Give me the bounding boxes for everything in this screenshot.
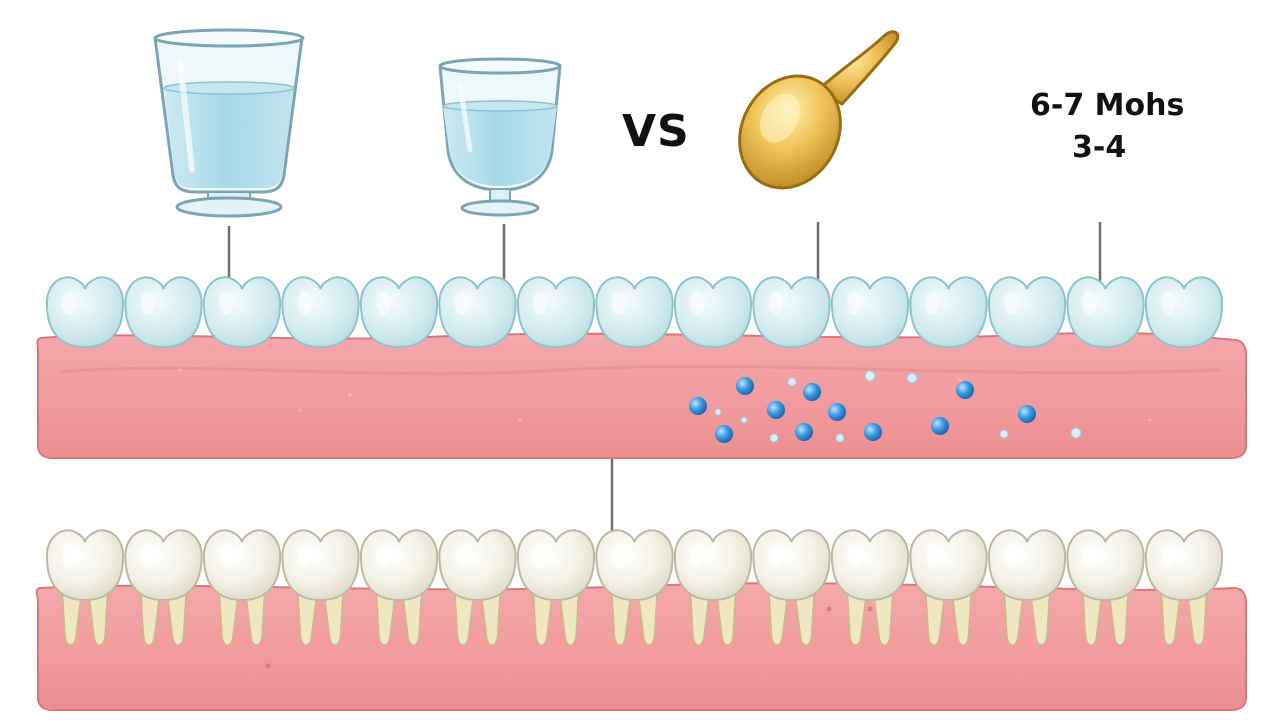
ceramic-tooth	[987, 276, 1067, 348]
ceramic-tooth	[202, 276, 282, 348]
golden-spoon-icon	[738, 30, 900, 190]
upper-ceramic-teeth-row	[45, 276, 1224, 348]
ceramic-tooth	[359, 276, 439, 348]
ceramic-tooth	[516, 276, 596, 348]
particles	[689, 370, 1082, 443]
ceramic-tooth	[281, 276, 360, 348]
ceramic-tooth	[752, 276, 831, 348]
ceramic-tooth	[909, 276, 988, 348]
hardness-label-ceramic: 6-7 Mohs	[1030, 88, 1185, 123]
ceramic-tooth	[45, 276, 125, 348]
ceramic-tooth	[438, 276, 517, 348]
tall-water-glass-icon	[153, 28, 305, 218]
goblet-water-glass-icon	[438, 57, 562, 217]
vs-label: VS	[622, 106, 690, 157]
ceramic-tooth	[124, 276, 203, 348]
ceramic-tooth	[1066, 276, 1145, 348]
upper-gum	[36, 331, 1247, 459]
ceramic-tooth	[673, 276, 753, 348]
ceramic-tooth	[1144, 276, 1224, 348]
ceramic-tooth	[595, 276, 674, 348]
ceramic-tooth	[830, 276, 910, 348]
hardness-label-enamel: 3-4	[1072, 130, 1127, 165]
